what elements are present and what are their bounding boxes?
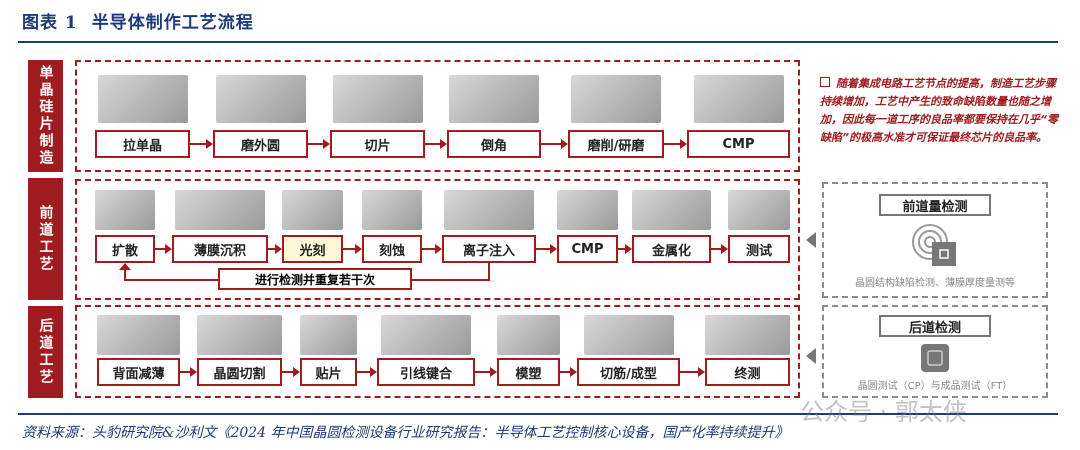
flow-arrow <box>282 367 300 377</box>
process-image <box>300 315 357 355</box>
loop-line-up <box>124 264 126 280</box>
process-step: 离子注入 <box>442 235 536 263</box>
process-image <box>332 75 423 123</box>
frontend-inspection-desc: 晶圆结构缺陷检测、薄膜厚度量测等 <box>855 278 1015 289</box>
process-step: 拉单晶 <box>95 130 190 158</box>
figure-title: 图表 1 半导体制作工艺流程 <box>22 8 268 33</box>
figure-label: 图表 1 <box>22 13 78 33</box>
process-image <box>381 315 471 355</box>
flow-arrow <box>560 367 577 377</box>
frontend-inspection-panel: 前道量检测 晶圆结构缺陷检测、薄膜厚度量测等 <box>822 182 1048 298</box>
flow-arrow <box>180 367 197 377</box>
process-image <box>175 190 265 230</box>
process-step: 刻蚀 <box>362 235 422 263</box>
wafer-inspection-icon <box>912 224 956 266</box>
process-image <box>705 315 790 355</box>
process-image <box>583 315 674 355</box>
watermark: 公众号 · 郭太侠 <box>800 398 967 426</box>
process-image <box>571 75 661 123</box>
backend-inspection-desc: 晶圆测试（CP）与成品测试（FT） <box>857 381 1013 392</box>
loop-line-left <box>124 279 218 281</box>
process-step: 薄膜沉积 <box>172 235 268 263</box>
process-image <box>632 190 711 230</box>
stage-panel-wafer <box>75 60 800 172</box>
process-image <box>557 190 618 230</box>
stage-label-frontend: 前道工艺 <box>28 178 63 300</box>
stage-panel-backend <box>75 305 800 398</box>
process-step: 背面减薄 <box>97 358 180 386</box>
backend-inspection-panel: 后道检测 晶圆测试（CP）与成品测试（FT） <box>822 305 1048 398</box>
process-step: 测试 <box>728 235 790 263</box>
flow-arrow <box>155 244 172 254</box>
note-text: 随着集成电路工艺节点的提高，制造工艺步骤持续增加，工艺中产生的致命缺陷数量也随之… <box>820 75 1065 147</box>
process-step: 终测 <box>705 358 790 386</box>
process-step: 磨外圆 <box>213 130 308 158</box>
process-step: 贴片 <box>300 358 357 386</box>
process-image <box>693 75 784 123</box>
chip-test-icon <box>921 344 949 372</box>
flow-arrow <box>343 244 362 254</box>
flow-arrow <box>711 244 728 254</box>
loop-line-right <box>412 279 490 281</box>
process-image <box>197 315 282 355</box>
process-image <box>362 190 422 230</box>
process-step: 金属化 <box>632 235 711 263</box>
loop-arrowhead <box>119 263 131 270</box>
flow-arrow <box>618 244 632 254</box>
flow-arrow <box>308 139 330 149</box>
process-step: CMP <box>557 235 618 263</box>
process-step: CMP <box>687 130 790 158</box>
note-body: 随着集成电路工艺节点的提高，制造工艺步骤持续增加，工艺中产生的致命缺陷数量也随之… <box>820 77 1059 144</box>
process-step: 模塑 <box>497 358 560 386</box>
process-image <box>282 190 343 230</box>
process-image <box>449 75 539 123</box>
flow-arrow <box>536 244 557 254</box>
arrow-left-icon <box>806 232 816 248</box>
process-image <box>97 75 188 123</box>
flow-arrow <box>664 139 687 149</box>
stage-label-backend: 后道工艺 <box>28 306 63 398</box>
stage-panel-frontend <box>75 179 800 300</box>
process-step: 扩散 <box>95 235 155 263</box>
process-image <box>215 75 306 123</box>
flow-arrow <box>475 367 497 377</box>
process-step: 切筋/成型 <box>577 358 680 386</box>
flow-arrow <box>190 139 213 149</box>
process-step: 切片 <box>330 130 425 158</box>
process-step: 晶圆切割 <box>197 358 282 386</box>
process-step: 引线键合 <box>377 358 475 386</box>
stage-label-wafer: 单晶硅片制造 <box>28 60 63 172</box>
loop-line-from-implant <box>488 263 490 281</box>
flow-arrow <box>541 139 568 149</box>
loop-label: 进行检测并重复若干次 <box>218 268 412 290</box>
process-image <box>728 190 790 230</box>
source-note: 资料来源：头豹研究院&沙利文《2024 年中国晶圆检测设备行业研究报告：半导体工… <box>22 425 789 441</box>
process-step: 光刻 <box>282 235 343 263</box>
process-image <box>444 190 534 230</box>
process-step: 磨削/研磨 <box>568 130 664 158</box>
process-step: 倒角 <box>447 130 541 158</box>
figure-title-text: 半导体制作工艺流程 <box>91 13 254 33</box>
flow-arrow <box>680 367 705 377</box>
frontend-inspection-title: 前道量检测 <box>879 194 991 216</box>
process-image <box>95 190 155 230</box>
backend-inspection-title: 后道检测 <box>879 315 991 337</box>
title-divider <box>18 41 1058 43</box>
process-image <box>497 315 560 355</box>
footer-divider <box>18 413 1058 415</box>
arrow-left-icon <box>806 348 816 364</box>
flow-arrow <box>425 139 447 149</box>
flow-arrow <box>268 244 282 254</box>
flow-arrow <box>422 244 442 254</box>
bullet-square-icon <box>820 77 830 87</box>
flow-arrow <box>357 367 377 377</box>
process-image <box>97 315 180 355</box>
